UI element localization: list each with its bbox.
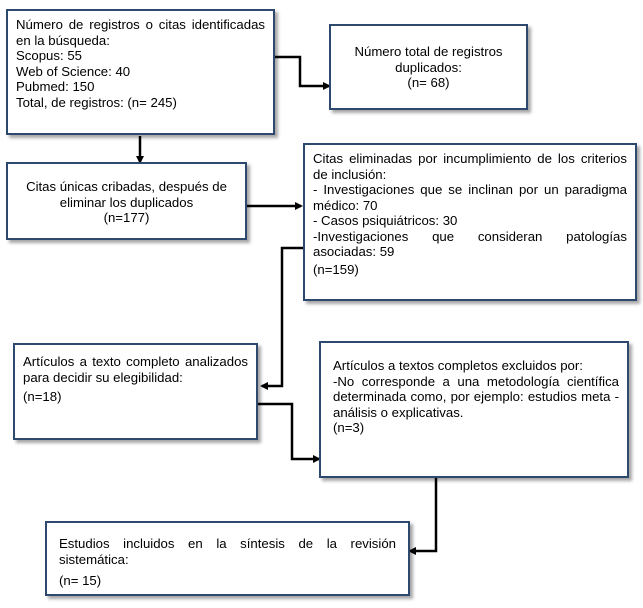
eliminated-box: Citas eliminadas por incumplimiento de l… (303, 143, 637, 301)
duplicates-box: Número total de registros duplicados: (n… (329, 24, 528, 110)
identified-records-box: Número de registros o citas identificada… (6, 9, 275, 135)
eliminated-item-pathologies: -Investigaciones que consideran patologí… (313, 228, 627, 260)
arrow-fulltext-to-excluded (258, 402, 321, 463)
fulltext-count: (n=18) (23, 389, 62, 404)
eliminated-count: (n=159) (313, 261, 359, 277)
identified-total: Total, de registros: (n= 245) (16, 94, 177, 110)
excluded-box: Artículos a textos completos excluidos p… (319, 341, 629, 478)
arrow-identified-to-duplicates (275, 55, 331, 90)
excluded-count: (n=3) (333, 420, 365, 435)
eliminated-intro: Citas eliminadas por incumplimiento de l… (313, 151, 627, 182)
screened-box: Citas únicas cribadas, después de elimin… (6, 162, 247, 240)
identified-intro: Número de registros o citas identificada… (16, 17, 265, 48)
arrow-eliminated-to-fulltext (260, 246, 303, 390)
duplicates-text: Número total de registros duplicados: (354, 44, 503, 75)
source-wos: Web of Science: 40 (16, 63, 131, 79)
duplicates-count: (n= 68) (407, 75, 450, 90)
excluded-intro: Artículos a textos completos excluidos p… (333, 358, 583, 373)
eliminated-item-medical: - Investigaciones que se inclinan por un… (313, 182, 627, 213)
fulltext-box: Artículos a texto completo analizados pa… (13, 343, 258, 440)
included-box: Estudios incluidos en la síntesis de la … (45, 521, 410, 596)
included-count: (n= 15) (59, 573, 102, 588)
source-pubmed: Pubmed: 150 (16, 79, 95, 94)
included-text: Estudios incluidos en la síntesis de la … (59, 536, 396, 567)
fulltext-text: Artículos a texto completo analizados pa… (23, 354, 248, 385)
screened-count: (n=177) (103, 210, 150, 225)
eliminated-item-psychiatric: - Casos psiquiátricos: 30 (313, 213, 458, 228)
excluded-reason: -No corresponde a una metodología cientí… (333, 373, 619, 420)
screened-text: Citas únicas cribadas, después de elimin… (26, 179, 227, 210)
arrow-excluded-to-included (408, 478, 438, 555)
source-scopus: Scopus: 55 (16, 48, 82, 63)
